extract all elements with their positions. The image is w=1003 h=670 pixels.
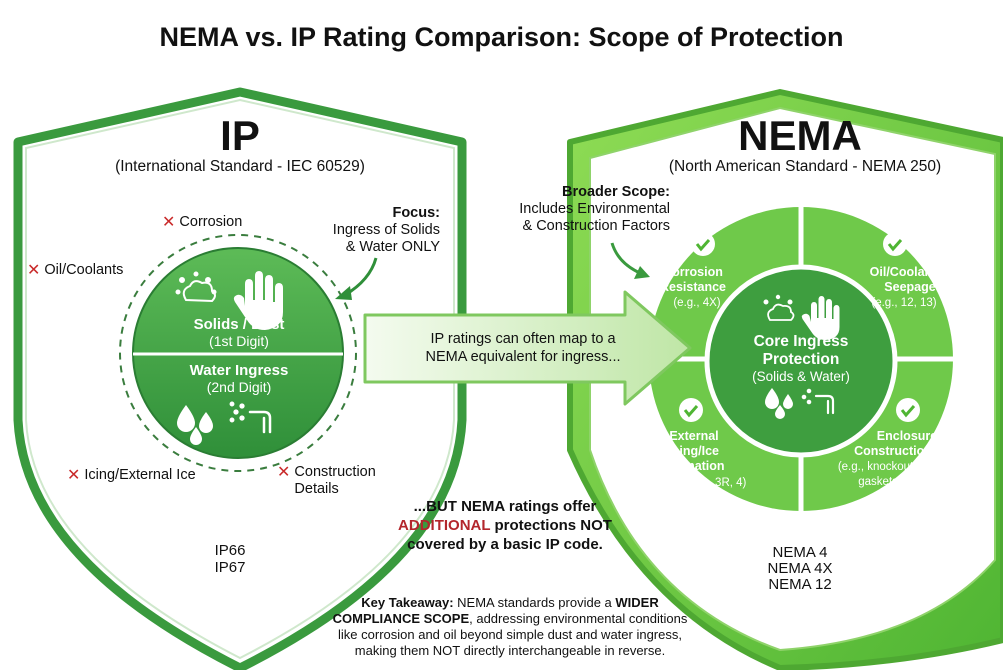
x-icon: ✕: [162, 214, 176, 231]
construction-line2: Details: [294, 481, 339, 497]
ip-core-bottom-title: Water Ingress: [190, 362, 289, 379]
but-line1: ...BUT NEMA ratings offer: [413, 498, 597, 515]
nema-code: NEMA 4: [772, 544, 828, 561]
nema-core-line1: Core Ingress: [754, 333, 849, 350]
ip-not-construction-label: Construction Details: [294, 464, 375, 498]
check-icon-oil: [883, 232, 907, 256]
nema-broader-note: Broader Scope: Includes Environmental & …: [490, 184, 670, 235]
nema-subtitle: (North American Standard - NEMA 250): [668, 158, 942, 175]
ip-not-construction: ✕ Construction Details: [277, 464, 376, 498]
dust-icon: [175, 271, 217, 303]
check-icon-icing: [679, 398, 703, 422]
page-title: NEMA vs. IP Rating Comparison: Scope of …: [159, 22, 844, 52]
nema-core-line2: Protection: [763, 351, 840, 368]
nema-q-bl-4: (e.g., 3R, 4): [686, 477, 747, 489]
mapping-arrow-text: IP ratings can often map to a NEMA equiv…: [388, 330, 658, 366]
check-icon-construction: [896, 398, 920, 422]
ip-heading: IP: [220, 112, 260, 159]
nema-q-tr-2: Seepage: [884, 280, 935, 294]
nema-q-br-2: Construction: [854, 444, 932, 458]
nema-q-br-1: Enclosure: [877, 429, 937, 443]
ip-code: IP66: [214, 542, 246, 559]
nema-heading: NEMA: [738, 112, 862, 159]
focus-line2: & Water ONLY: [345, 239, 440, 255]
arrow-line1: IP ratings can often map to a: [430, 331, 616, 347]
mapping-arrow: [363, 290, 692, 406]
takeaway-bold: WIDER COMPLIANCE SCOPE: [332, 595, 659, 626]
nema-q-tl-2: Resistance: [660, 280, 726, 294]
ip-core-top-title: Solids / Dust: [194, 316, 285, 333]
nema-code: NEMA 12: [768, 576, 832, 593]
ip-codes: IP66 IP67: [180, 542, 280, 576]
ip-code: IP67: [214, 559, 246, 576]
nema-q-br-4: gaskets): [858, 476, 902, 488]
arrow-line2: NEMA equivalent for ingress...: [425, 349, 621, 365]
nema-code: NEMA 4X: [767, 560, 833, 577]
nema-q-tl-1: Corrosion: [663, 265, 723, 279]
nema-q-tr-3: (e.g., 12, 13): [871, 297, 936, 309]
construction-line1: Construction: [294, 464, 376, 480]
nema-q-bl-3: Formation: [663, 459, 724, 473]
ip-not-corrosion: ✕ Corrosion: [162, 214, 242, 231]
takeaway-text1: NEMA standards provide a: [453, 595, 616, 610]
takeaway-label: Key Takeaway:: [361, 595, 454, 610]
nema-spray-icon: [801, 388, 835, 415]
water-drops-icon: [177, 405, 213, 445]
ip-focus-note: Focus: Ingress of Solids & Water ONLY: [280, 205, 440, 256]
nema-q-tl-3: (e.g., 4X): [673, 297, 720, 309]
but-line2: protections NOT: [490, 517, 612, 534]
ip-subtitle: (International Standard - IEC 60529): [115, 158, 365, 175]
nema-q-bl-1: External: [669, 429, 718, 443]
focus-label: Focus:: [392, 205, 440, 221]
x-icon: ✕: [27, 262, 41, 279]
key-takeaway: Key Takeaway: NEMA standards provide a W…: [330, 595, 690, 659]
broader-label: Broader Scope:: [562, 184, 670, 200]
broader-arrow: [610, 242, 641, 275]
ip-not-icing: ✕ Icing/External Ice: [67, 467, 196, 484]
but-note: ...BUT NEMA ratings offer ADDITIONAL pro…: [385, 497, 625, 554]
ip-core-top-sub: (1st Digit): [209, 333, 269, 349]
nema-q-bl-2: Icing/Ice: [669, 444, 719, 458]
x-icon: ✕: [277, 464, 291, 481]
spray-nozzle-icon: [229, 401, 272, 434]
nema-core-line3: (Solids & Water): [752, 369, 850, 384]
nema-hand-icon: [801, 296, 840, 340]
nema-core-circle: [704, 264, 898, 458]
nema-dust-icon: [763, 294, 795, 321]
but-red-word: ADDITIONAL: [398, 517, 491, 534]
ip-not-oil-label: Oil/Coolants: [44, 262, 124, 278]
ip-not-oil: ✕ Oil/Coolants: [27, 262, 123, 279]
but-line3: covered by a basic IP code.: [407, 536, 603, 553]
broader-line2: & Construction Factors: [522, 218, 670, 234]
focus-line1: Ingress of Solids: [332, 222, 440, 238]
takeaway-text2: , addressing environmental conditions li…: [338, 611, 688, 658]
hand-icon: [233, 271, 283, 330]
nema-drops-icon: [765, 388, 793, 419]
ip-dashed-ring: [119, 234, 357, 472]
ip-not-corrosion-label: Corrosion: [179, 214, 243, 230]
nema-q-tr-1: Oil/Coolant: [870, 265, 938, 279]
ip-core-bottom-sub: (2nd Digit): [207, 379, 272, 395]
check-icon-corrosion: [691, 232, 715, 256]
nema-q-br-3: (e.g., knockouts,: [838, 461, 922, 473]
x-icon: ✕: [67, 467, 81, 484]
broader-line1: Includes Environmental: [519, 201, 670, 217]
nema-codes: NEMA 4 NEMA 4X NEMA 12: [740, 545, 860, 593]
ip-not-icing-label: Icing/External Ice: [84, 467, 196, 483]
